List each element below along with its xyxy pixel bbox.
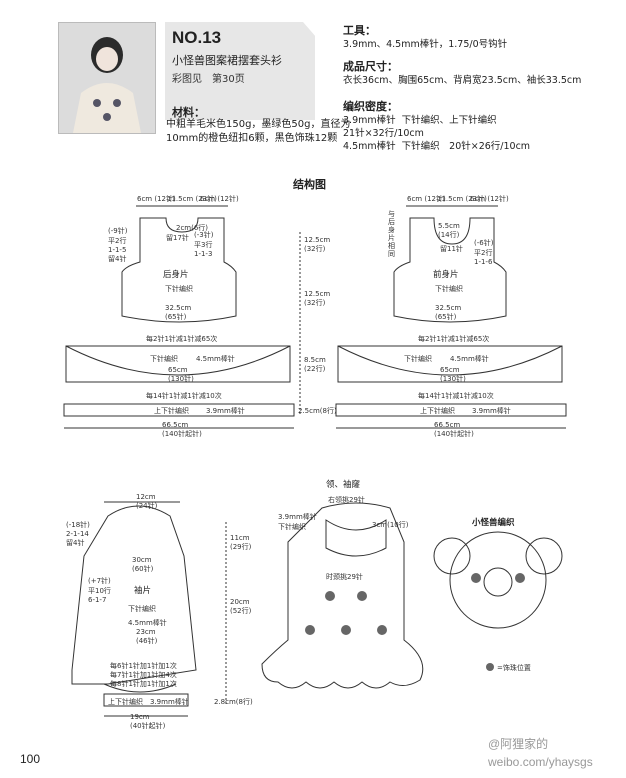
sleeve-cast-on: 19cm (40针起针) bbox=[130, 713, 166, 730]
sleeve-body-height: 20cm (52行) bbox=[230, 598, 252, 615]
motif-face-outline bbox=[449, 531, 547, 629]
front-skirt-outline bbox=[337, 345, 563, 383]
watermark-url: weibo.com/yhaysgs bbox=[488, 755, 593, 769]
color-photo-reference: 彩图见 第30页 bbox=[172, 74, 245, 85]
front-total-width: 66.5cm (140针起针) bbox=[434, 421, 474, 438]
back-skirt-dec2: 每14针1针减1针减10次 bbox=[146, 392, 222, 400]
structure-diagram-title: 结构图 bbox=[293, 178, 326, 191]
back-piece-outline bbox=[121, 217, 237, 323]
watermark-handle: @阿狸家的 bbox=[488, 737, 549, 751]
garment-overview-outline bbox=[261, 502, 424, 689]
back-top-right: 6cm (12针) bbox=[200, 195, 239, 203]
front-border: 上下针编织 bbox=[420, 407, 455, 415]
sleeve-outline bbox=[71, 505, 197, 685]
pattern-title: 小怪兽图案裙摆套头衫 bbox=[172, 54, 282, 67]
motif-legend: =饰珠位置 bbox=[497, 664, 531, 672]
back-total-width: 66.5cm (140针起针) bbox=[162, 421, 202, 438]
sleeve-cap-dec: (-18针) 2-1-14 留4针 bbox=[66, 521, 90, 547]
back-left-dec: (-9针) 平2行 1-1-5 留4针 bbox=[108, 227, 128, 263]
back-piece-name: 后身片 bbox=[163, 270, 189, 280]
front-stitch: 下针编织 bbox=[435, 285, 463, 293]
back-skirt-stitch: 下针编织 bbox=[150, 355, 178, 363]
back-skirt-width: 65cm (130针) bbox=[168, 366, 194, 383]
materials-text: 中粗羊毛米色150g，墨绿色50g，直径为10mm的橙色纽扣6颗，黑色饰珠12颗 bbox=[166, 119, 351, 144]
collar-needle: 3.9mm棒针 下针编织 bbox=[278, 513, 317, 531]
front-side-note: 与后身片相同 bbox=[388, 210, 395, 258]
sleeve-needle: 4.5mm棒针 bbox=[128, 619, 167, 627]
front-top-right: 6cm (12针) bbox=[470, 195, 509, 203]
page-number: 100 bbox=[20, 752, 41, 766]
size-label: 成品尺寸： bbox=[343, 60, 398, 73]
girl-photo-illustration bbox=[59, 23, 155, 133]
back-border: 上下针编织 bbox=[154, 407, 189, 415]
front-skirt-stitch: 下针编织 bbox=[404, 355, 432, 363]
front-skirt-needle: 4.5mm棒针 bbox=[450, 355, 489, 363]
body-height: 12.5cm (32行) bbox=[304, 290, 331, 307]
collar-size: 3cm(10行) bbox=[372, 521, 409, 529]
sleeve-stitch: 下针编织 bbox=[128, 605, 156, 613]
armhole-height: 12.5cm (32行) bbox=[304, 236, 331, 253]
front-top-left: 6cm (12针) bbox=[407, 195, 446, 203]
pattern-tag-bg bbox=[165, 22, 315, 120]
cover-photo bbox=[58, 22, 156, 134]
front-width: 32.5cm (65针) bbox=[435, 304, 462, 321]
materials-label: 材料： bbox=[172, 106, 205, 119]
front-piece-outline bbox=[393, 217, 507, 323]
size-text: 衣长36cm、胸围65cm、背肩宽23.5cm、袖长33.5cm bbox=[343, 75, 582, 86]
sleeve-low-width: 23cm (46针) bbox=[136, 628, 158, 645]
back-stitch: 下针编织 bbox=[165, 285, 193, 293]
back-skirt-outline bbox=[65, 345, 291, 383]
sleeve-border-height: 2.8cm(8行) bbox=[214, 698, 253, 706]
front-skirt-dec: 每2针1针减1针减65次 bbox=[418, 335, 490, 343]
sleeve-incs: 每6针1针加1针加1次 每7针1针加1针加4次 每8针1针加1针加1次 bbox=[110, 662, 177, 688]
collar-pick: 右领挑29针 bbox=[328, 496, 365, 504]
sleeve-width: 30cm (60针) bbox=[132, 556, 154, 573]
gauge-label: 编织密度： bbox=[343, 100, 398, 113]
front-neck: 5.5cm (14行) bbox=[438, 222, 460, 239]
gauge-text: 3.9mm棒针 下针编织、上下针编织 21针×32行/10cm 4.5mm棒针 … bbox=[343, 115, 531, 152]
front-border-needle: 3.9mm棒针 bbox=[472, 407, 511, 415]
tools-label: 工具： bbox=[343, 24, 376, 37]
front-neck-side: 留11针 bbox=[440, 245, 463, 253]
motif-title: 小怪兽编织 bbox=[472, 518, 515, 528]
back-neck-side: 留17针 bbox=[166, 234, 189, 242]
sleeve-top-width: 12cm (24针) bbox=[136, 493, 158, 510]
back-skirt-needle: 4.5mm棒针 bbox=[196, 355, 235, 363]
sleeve-cap-height: 11cm (29行) bbox=[230, 534, 252, 551]
sleeve-border: 上下针编织 bbox=[108, 698, 143, 706]
back-neck: 2cm(6行) bbox=[176, 224, 209, 232]
back-right-dec: (-3针) 平3行 1-1-3 bbox=[194, 231, 214, 258]
sleeve-inc: (+7针) 平10行 6-1-7 bbox=[88, 577, 111, 604]
back-skirt-dec: 每2针1针减1针减65次 bbox=[146, 335, 218, 343]
tools-text: 3.9mm、4.5mm棒针，1.75/0号钩针 bbox=[343, 39, 508, 50]
pattern-number: NO.13 bbox=[172, 28, 222, 47]
skirt-height: 8.5cm (22行) bbox=[304, 356, 326, 373]
collar-title: 领、袖窿 bbox=[326, 480, 361, 490]
sleeve-border-needle: 3.9mm棒针 bbox=[150, 698, 189, 706]
back-width: 32.5cm (65针) bbox=[165, 304, 192, 321]
sleeve-border-outline bbox=[103, 693, 189, 707]
back-border-outline bbox=[63, 403, 295, 417]
front-right-dec: (-6针) 平2行 1-1-6 bbox=[474, 239, 494, 266]
back-top-mid: 11.5cm (23针) bbox=[167, 195, 217, 203]
front-border-outline bbox=[335, 403, 567, 417]
back-border-needle: 3.9mm棒针 bbox=[206, 407, 245, 415]
front-skirt-width: 65cm (130针) bbox=[440, 366, 466, 383]
front-piece-name: 前身片 bbox=[433, 270, 459, 280]
sleeve-name: 袖片 bbox=[134, 586, 152, 596]
front-top-mid: 11.5cm (23针) bbox=[437, 195, 487, 203]
border-height: 2.5cm(8行) bbox=[298, 407, 337, 415]
back-top-left: 6cm (12针) bbox=[137, 195, 176, 203]
collar-bottom: 时颈挑29针 bbox=[326, 573, 363, 581]
front-skirt-dec2: 每14针1针减1针减10次 bbox=[418, 392, 494, 400]
